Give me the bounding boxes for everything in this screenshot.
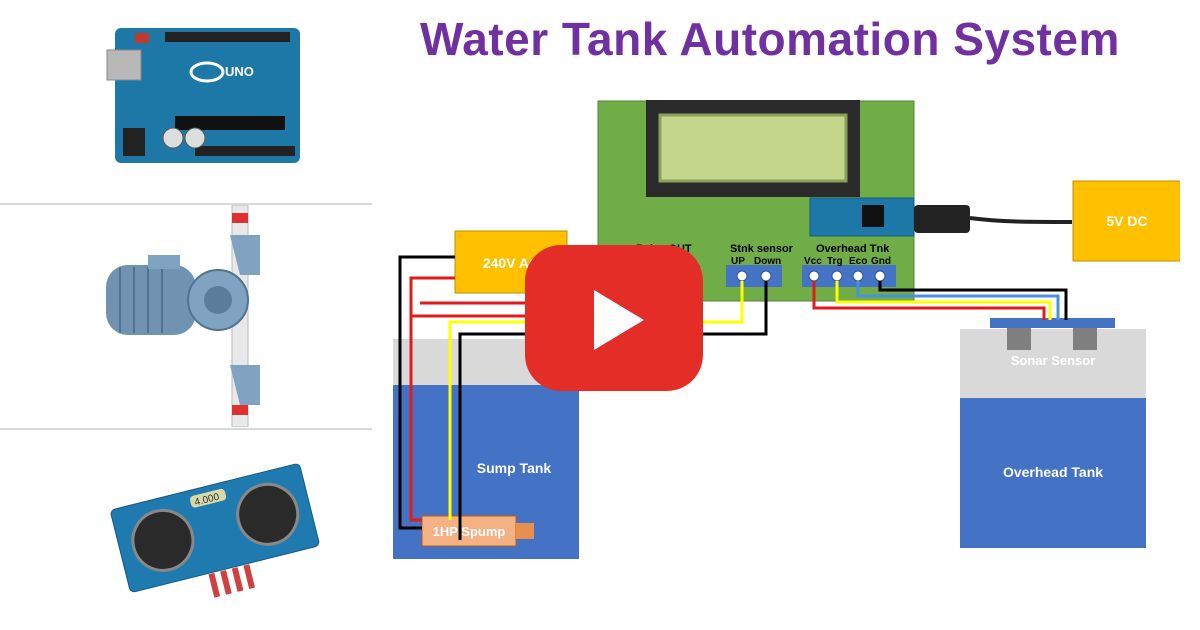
overhead-tank-water xyxy=(960,398,1146,548)
arduino-nano xyxy=(809,197,915,237)
stnk-pin-down: Down xyxy=(754,256,781,267)
divider-bottom xyxy=(0,428,372,430)
play-icon xyxy=(594,290,644,350)
arduino-uno-board: UNO xyxy=(106,28,300,163)
pump-label: 1HP Spump xyxy=(433,524,506,539)
pump-box xyxy=(421,515,517,547)
sonar-sensor-label: Sonar Sensor xyxy=(1011,353,1096,368)
usb-connector xyxy=(914,205,970,233)
sonar-sensor-board xyxy=(990,318,1115,328)
stnk-pin-up: UP xyxy=(731,256,745,267)
overhead-label: Overhead Tnk xyxy=(816,243,890,255)
water-pump-illustration xyxy=(106,205,260,427)
wiring-diagram: Relay OUT NC C NO Stnk sensor UP Down Ov… xyxy=(393,100,1180,559)
sump-tank-label: Sump Tank xyxy=(477,460,552,476)
ovh-pin-trg: Trg xyxy=(827,256,843,267)
power-dc-label: 5V DC xyxy=(1106,213,1147,229)
arduino-brand-text: UNO xyxy=(225,64,254,79)
ultrasonic-sensor-illustration: 4.000 xyxy=(110,463,320,598)
overhead-tank-label: Overhead Tank xyxy=(1003,464,1103,480)
overhead-terminal xyxy=(802,265,896,287)
lcd-screen xyxy=(658,113,848,183)
ovh-pin-gnd: Gnd xyxy=(871,256,891,267)
page-title: Water Tank Automation System xyxy=(420,13,1120,65)
power-ac-label: 240V AC xyxy=(483,255,539,271)
stnk-terminal xyxy=(726,265,782,287)
power-dc-box xyxy=(1072,180,1180,262)
stnk-label: Stnk sensor xyxy=(730,243,794,255)
ovh-pin-vcc: Vcc xyxy=(804,256,822,267)
divider-top xyxy=(0,203,372,205)
ovh-pin-eco: Eco xyxy=(849,256,867,267)
